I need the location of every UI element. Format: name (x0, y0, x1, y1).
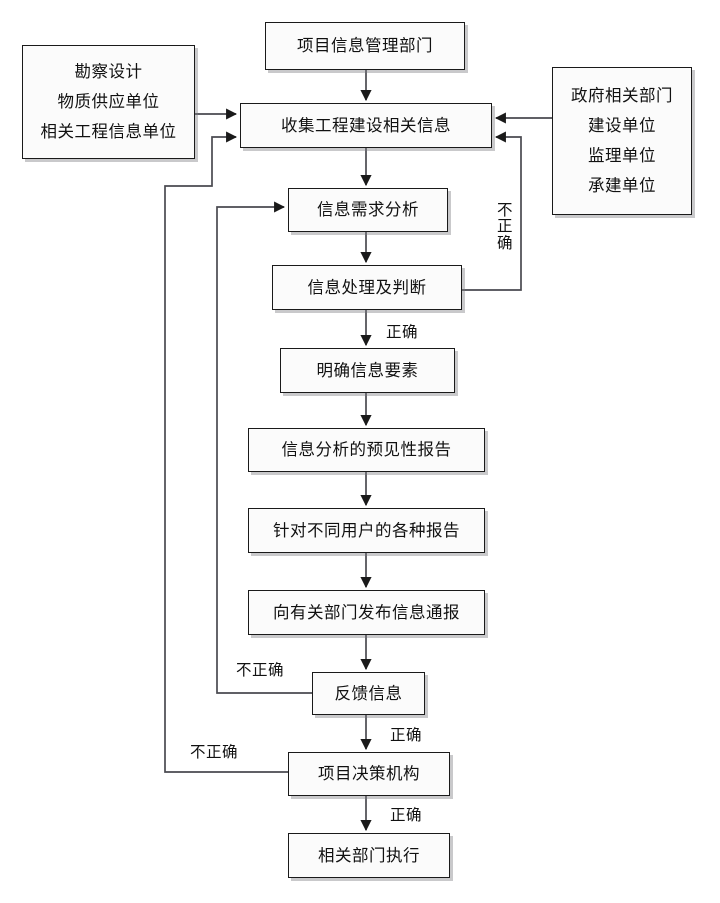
node-decision-body[interactable]: 项目决策机构 (288, 752, 450, 796)
node-feedback-info[interactable]: 反馈信息 (312, 672, 425, 715)
edge-label-correct-decision: 正确 (390, 807, 423, 824)
edge-label-incorrect-decision: 不正确 (190, 744, 239, 761)
node-label: 项目决策机构 (318, 764, 420, 784)
node-label: 信息需求分析 (317, 200, 419, 220)
node-collect-info[interactable]: 收集工程建设相关信息 (240, 103, 492, 148)
node-predictive-report[interactable]: 信息分析的预见性报告 (248, 428, 485, 472)
node-label-line-1: 勘察设计 (74, 62, 143, 82)
node-label-line-3: 监理单位 (588, 146, 656, 165)
edge-label-incorrect-feedback: 不正确 (236, 662, 285, 679)
node-label: 信息处理及判断 (307, 277, 427, 297)
node-process-judge[interactable]: 信息处理及判断 (272, 265, 462, 310)
node-label: 收集工程建设相关信息 (281, 115, 451, 135)
edge-label-incorrect-process: 不正确 (496, 202, 513, 252)
node-label: 相关部门执行 (318, 845, 420, 865)
edge-label-correct-process: 正确 (386, 324, 419, 341)
node-label-line-2: 建设单位 (588, 116, 656, 136)
node-clarify-elements[interactable]: 明确信息要素 (280, 348, 455, 393)
node-user-reports[interactable]: 针对不同用户的各种报告 (248, 508, 485, 553)
node-label-line-3: 相关工程信息单位 (40, 121, 177, 141)
node-label: 信息分析的预见性报告 (281, 440, 452, 460)
node-label: 针对不同用户的各种报告 (273, 520, 460, 540)
node-label: 反馈信息 (334, 683, 403, 703)
edge-label-correct-feedback: 正确 (390, 727, 423, 744)
node-right-sources[interactable]: 政府相关部门 建设单位 监理单位 承建单位 (552, 67, 692, 215)
node-label-line-2: 物质供应单位 (57, 92, 160, 112)
node-label: 向有关部门发布信息通报 (273, 602, 460, 622)
node-departments-execute[interactable]: 相关部门执行 (288, 833, 450, 878)
node-project-info-dept[interactable]: 项目信息管理部门 (265, 22, 465, 70)
node-label: 项目信息管理部门 (297, 36, 433, 56)
node-label: 明确信息要素 (316, 360, 419, 380)
node-label-line-1: 政府相关部门 (571, 86, 673, 106)
node-left-sources[interactable]: 勘察设计 物质供应单位 相关工程信息单位 (22, 45, 195, 159)
node-label-line-4: 承建单位 (588, 175, 656, 195)
node-publish-bulletin[interactable]: 向有关部门发布信息通报 (248, 590, 485, 635)
node-demand-analysis[interactable]: 信息需求分析 (288, 188, 448, 232)
